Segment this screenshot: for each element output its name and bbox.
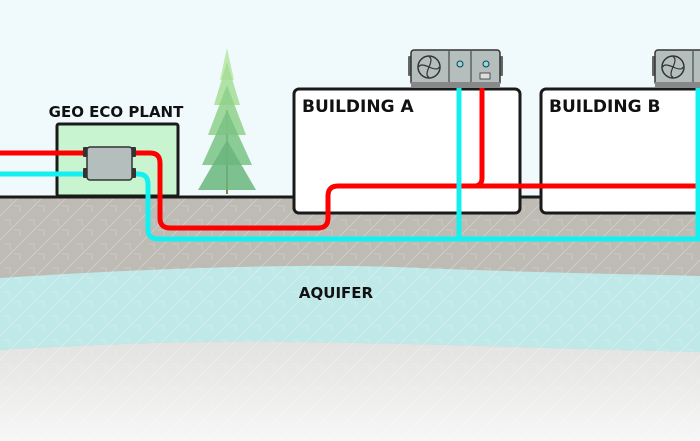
aquifer-label: AQUIFER bbox=[299, 284, 374, 302]
cold-pipe-main bbox=[132, 171, 700, 242]
indicator-light bbox=[482, 60, 490, 68]
plant-label: GEO ECO PLANT bbox=[49, 103, 184, 121]
building-b bbox=[539, 87, 700, 215]
building-a bbox=[292, 87, 522, 215]
fan-icon bbox=[417, 55, 441, 79]
heat-exchanger bbox=[83, 146, 136, 181]
deep-ground-texture bbox=[0, 341, 700, 441]
hot-pipe-riser-a bbox=[473, 88, 485, 189]
hot-pipe-main bbox=[132, 150, 700, 231]
hot-pipe-network bbox=[0, 88, 700, 231]
hvac-unit-a bbox=[408, 49, 503, 87]
building-b-label: BUILDING B bbox=[549, 97, 660, 117]
hvac-unit-b bbox=[652, 49, 700, 87]
cold-pipe-network bbox=[0, 88, 700, 242]
indicator-light bbox=[456, 60, 464, 68]
fan-icon bbox=[661, 55, 685, 79]
building-a-label: BUILDING A bbox=[302, 97, 414, 117]
tree-icon bbox=[198, 48, 256, 194]
aquifer-texture bbox=[0, 265, 700, 352]
